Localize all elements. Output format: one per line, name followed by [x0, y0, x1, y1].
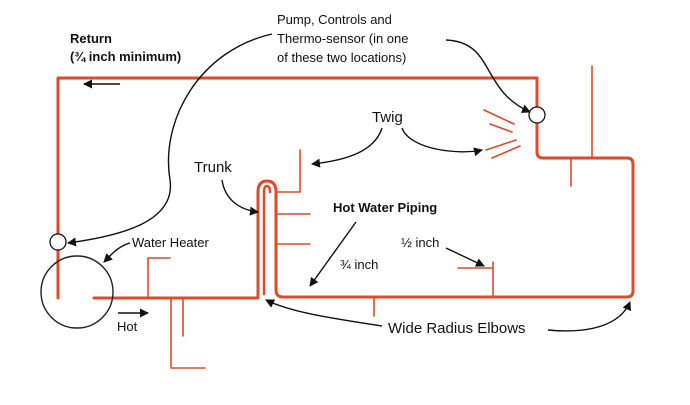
- pump-callout-right: [445, 39, 531, 113]
- piping: [56, 65, 635, 369]
- twig-label: Twig: [372, 109, 403, 126]
- fixture-branch-1: [147, 257, 171, 299]
- return-size-label: (¾ inch minimum): [70, 49, 181, 64]
- pump-outlet-pipe: [92, 122, 635, 300]
- trunk-label: Trunk: [194, 159, 232, 176]
- pump-label-line2: Thermo-sensor (in one: [277, 31, 409, 46]
- wide-radius-elbows-label: Wide Radius Elbows: [388, 320, 526, 337]
- half-inch-arrow: [445, 247, 485, 267]
- trunk-inner-wall: [262, 184, 272, 296]
- water-heater-label: Water Heater: [132, 235, 209, 250]
- three-quarter-inch-label: ¾ inch: [340, 257, 378, 272]
- twig-arrow-left: [311, 127, 383, 168]
- fixture-branch-2: [170, 297, 206, 369]
- hot-water-piping-label: Hot Water Piping: [333, 200, 437, 215]
- three-quarter-arrow: [309, 221, 357, 287]
- return-pipe: [56, 76, 539, 300]
- half-inch-twig: [457, 261, 494, 298]
- return-label: Return: [70, 31, 112, 46]
- pump-sensor-top: [528, 106, 546, 124]
- pump-callout-left: [67, 33, 273, 247]
- pump-sensor-left: [49, 233, 67, 251]
- hot-label: Hot: [117, 319, 138, 334]
- elbow-arrow-left: [265, 299, 383, 327]
- elbow-arrow-right: [547, 301, 631, 332]
- trunk-arrow: [221, 179, 259, 216]
- labels: Return (¾ inch minimum) Pump, Controls a…: [70, 12, 526, 337]
- water-heater-arrow: [103, 242, 131, 263]
- half-inch-label: ½ inch: [401, 235, 439, 250]
- twig-marks: [483, 109, 521, 159]
- annotation-arrows: [67, 33, 631, 332]
- pump-label-line3: of these two locations): [277, 50, 406, 65]
- twig-arrow-right: [401, 127, 483, 157]
- pump-label-line1: Pump, Controls and: [277, 12, 392, 27]
- water-heater-tank: [40, 255, 114, 329]
